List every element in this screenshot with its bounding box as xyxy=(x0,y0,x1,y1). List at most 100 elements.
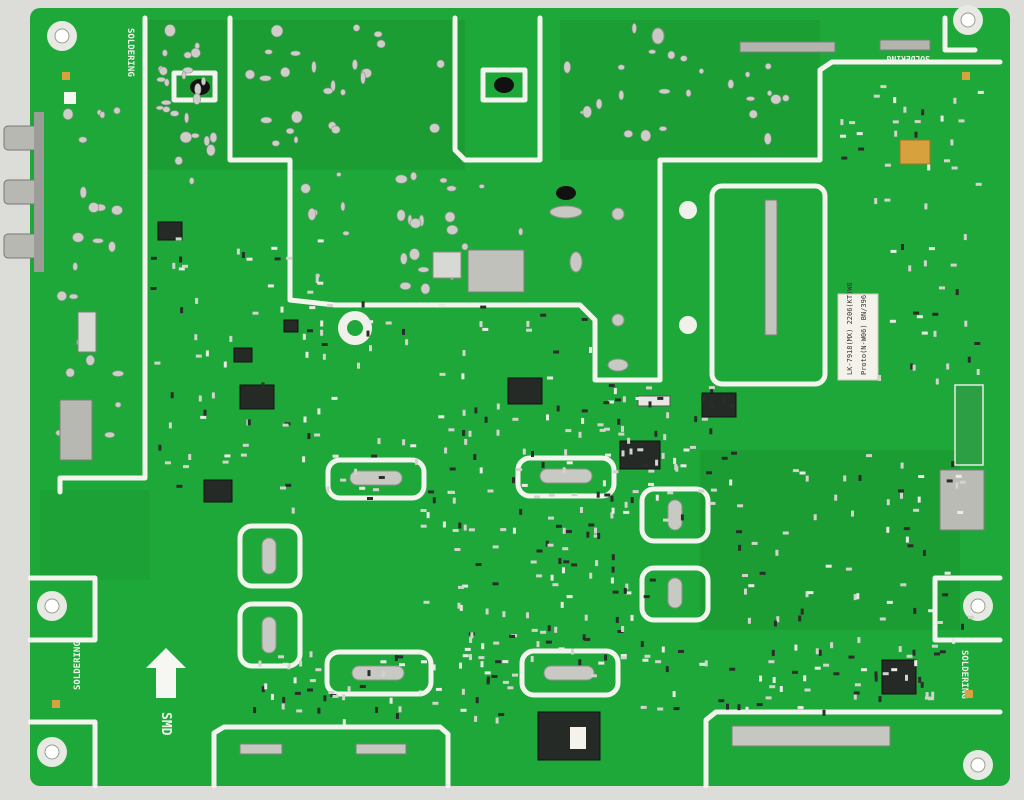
smd-part xyxy=(496,429,500,436)
smd-part xyxy=(779,686,783,692)
smd-part xyxy=(580,507,583,513)
smd-part xyxy=(354,468,358,475)
smd-part xyxy=(564,449,568,456)
smd-part xyxy=(849,121,856,125)
smd-part xyxy=(723,396,726,403)
smd-part xyxy=(791,670,798,674)
solder-joint xyxy=(112,370,125,377)
smd-part xyxy=(154,361,161,365)
smd-part xyxy=(772,677,776,683)
smd-part xyxy=(644,654,651,658)
smd-part xyxy=(347,686,351,693)
smd-part xyxy=(552,583,559,587)
smd-part xyxy=(661,452,665,459)
smd-part xyxy=(690,445,696,449)
smd-part xyxy=(599,428,606,432)
solder-joint xyxy=(478,184,485,189)
smd-part xyxy=(222,460,229,464)
smd-part xyxy=(841,156,848,160)
solder-joint xyxy=(648,49,657,55)
smd-part xyxy=(194,334,198,341)
smd-part xyxy=(627,437,631,444)
smd-part xyxy=(399,663,405,667)
smd-part xyxy=(621,626,625,632)
solder-joint xyxy=(640,129,652,142)
smd-part xyxy=(590,674,597,678)
smd-part xyxy=(534,495,540,499)
solder-joint xyxy=(192,93,201,105)
smd-part xyxy=(617,630,624,633)
smd-part xyxy=(914,120,921,124)
smd-part xyxy=(458,522,462,529)
smd-part xyxy=(928,609,935,613)
smd-part xyxy=(286,256,293,260)
smd-part xyxy=(768,660,775,664)
solder-joint xyxy=(92,238,104,244)
smd-part xyxy=(512,417,519,421)
solder-joint xyxy=(99,111,106,119)
smd-part xyxy=(309,306,316,310)
smd-part xyxy=(459,604,463,611)
smd-part xyxy=(825,564,832,568)
smd-part xyxy=(373,488,379,492)
smd-part xyxy=(314,433,321,437)
solder-joint xyxy=(290,50,301,57)
smd-part xyxy=(903,527,910,531)
solder-joint xyxy=(446,224,459,235)
mounting-holes xyxy=(37,5,993,780)
smd-part xyxy=(402,439,406,446)
smd-part xyxy=(242,443,249,447)
smd-part xyxy=(200,415,207,419)
solder-joint xyxy=(62,108,74,120)
smd-part xyxy=(516,468,523,472)
smd-part xyxy=(495,660,502,664)
smd-part xyxy=(380,660,387,664)
smd-part xyxy=(371,454,378,458)
smd-part xyxy=(261,382,265,389)
smd-part xyxy=(711,402,715,409)
smd-part xyxy=(323,695,327,702)
smd-part xyxy=(794,644,798,651)
smd-part xyxy=(597,423,604,427)
smd-part xyxy=(271,246,278,250)
smd-part xyxy=(731,451,737,455)
smd-part xyxy=(940,115,944,122)
smd-part xyxy=(462,654,469,658)
smd-part xyxy=(521,483,528,487)
smd-part xyxy=(340,478,347,482)
smd-part xyxy=(211,392,215,399)
solder-joint xyxy=(68,293,79,300)
smd-part xyxy=(906,654,913,658)
smd-part xyxy=(900,244,904,250)
smd-part xyxy=(935,378,939,385)
smd-part xyxy=(296,709,303,713)
smd-part xyxy=(721,456,728,460)
smd-part xyxy=(878,375,881,381)
solder-joint xyxy=(582,105,592,119)
smd-part xyxy=(195,354,202,358)
smd-part xyxy=(608,384,615,388)
smd-part xyxy=(317,239,324,243)
smd-part xyxy=(925,692,929,699)
smd-part xyxy=(596,491,600,498)
solder-joint xyxy=(631,22,637,34)
smd-part xyxy=(912,364,916,371)
smd-part xyxy=(884,163,891,167)
solder-joint xyxy=(56,290,67,302)
smd-part xyxy=(622,396,626,403)
solder-joint xyxy=(113,106,121,115)
smd-part xyxy=(315,668,322,672)
solder-joint xyxy=(201,76,206,86)
smd-part xyxy=(280,306,284,313)
smd-part xyxy=(170,392,174,399)
smd-part xyxy=(603,401,610,405)
smd-part xyxy=(512,673,518,677)
smd-part xyxy=(150,256,157,260)
smd-part xyxy=(638,442,645,446)
smd-part xyxy=(526,320,530,327)
smd-part xyxy=(484,671,491,675)
solder-joint xyxy=(179,131,192,144)
sticker-line-1: LK-7918(MX) 2206(KT)W6 xyxy=(846,282,854,375)
smd-part xyxy=(464,438,468,445)
smd-part xyxy=(498,713,505,716)
